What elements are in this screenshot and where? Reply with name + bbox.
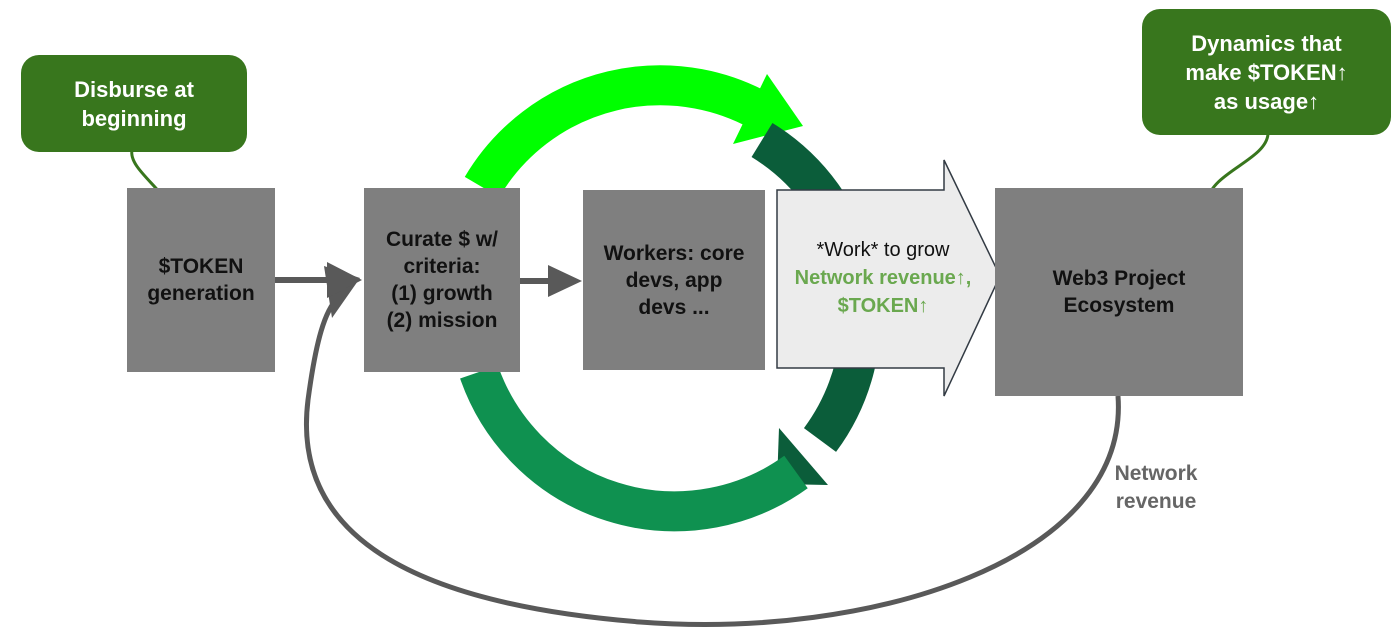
network-revenue-line1: Network — [1114, 462, 1198, 485]
box-token-generation: $TOKEN generation — [127, 188, 275, 372]
box-workers: Workers: core devs, app devs ... — [583, 190, 765, 370]
work-arrow-line2: Network revenue↑, — [794, 267, 972, 289]
box-ecosystem-line2: Ecosystem — [1063, 294, 1175, 317]
box-curate-line2: criteria: — [403, 255, 481, 278]
box-workers-line1: Workers: core — [603, 241, 745, 265]
box-workers-line2: devs, app — [625, 268, 723, 292]
callout-disburse: Disburse at beginning — [21, 55, 247, 152]
cycle-arc-mid — [460, 365, 808, 532]
connector-arrowhead-1 — [327, 262, 362, 298]
cycle-arc-bright — [464, 65, 783, 198]
work-arrow-line1: *Work* to grow — [816, 239, 950, 261]
box-ecosystem-line1: Web3 Project — [1052, 267, 1186, 290]
network-revenue-label: Network revenue — [1096, 460, 1216, 516]
cycle-arrowhead-bright — [733, 74, 803, 144]
callout-disburse-line2: beginning — [81, 105, 187, 131]
work-arrow-shape — [776, 159, 1001, 397]
box-token-generation-line2: generation — [147, 282, 255, 305]
callout-disburse-line1: Disburse at — [74, 76, 194, 102]
box-token-generation-line1: $TOKEN — [158, 255, 244, 278]
callout-dynamics-line1: Dynamics that — [1191, 30, 1342, 56]
box-curate-line4: (2) mission — [386, 309, 498, 332]
box-curate: Curate $ w/ criteria: (1) growth (2) mis… — [364, 188, 520, 372]
connector-arrowhead-2 — [548, 265, 582, 297]
box-ecosystem: Web3 Project Ecosystem — [995, 188, 1243, 396]
box-workers-line3: devs ... — [638, 295, 710, 319]
network-revenue-line2: revenue — [1115, 490, 1197, 513]
callout-dynamics-line3: as usage↑ — [1213, 88, 1320, 114]
work-arrow-line3: $TOKEN↑ — [837, 295, 929, 317]
box-curate-line1: Curate $ w/ — [385, 228, 499, 251]
callout-dynamics-line2: make $TOKEN↑ — [1185, 59, 1348, 85]
box-curate-line3: (1) growth — [391, 282, 493, 305]
work-arrow-text: *Work* to grow Network revenue↑, $TOKEN↑ — [778, 236, 988, 320]
network-revenue-loop — [304, 296, 1121, 627]
callout-dynamics: Dynamics that make $TOKEN↑ as usage↑ — [1142, 9, 1391, 135]
